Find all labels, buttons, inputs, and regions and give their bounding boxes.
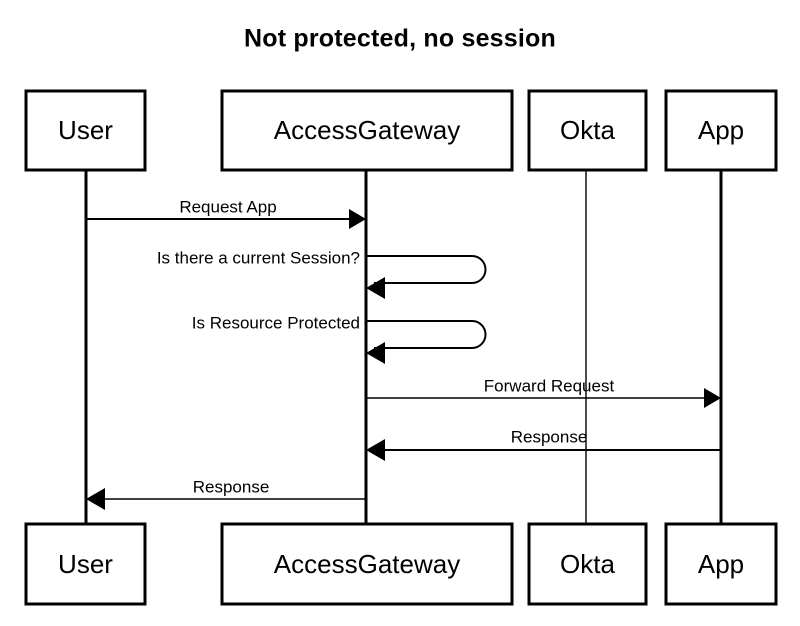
message-label-is-there-a-current-session: Is there a current Session?	[157, 248, 360, 267]
self-loop-path-protected	[366, 320, 487, 349]
message-is-resource-protected[interactable]: Is Resource Protected	[192, 313, 487, 364]
participant-box-user	[24, 89, 147, 172]
message-response-app-to-gateway[interactable]: Response	[366, 427, 721, 461]
participant-label-okta-bottom: Okta	[560, 549, 615, 579]
participant-label-user-bottom: User	[58, 549, 113, 579]
participant-box-user-bottom	[24, 522, 147, 606]
participant-footer-accessgateway[interactable]: AccessGateway	[220, 522, 514, 606]
participant-footer-okta[interactable]: Okta	[527, 522, 648, 606]
arrow-head-forward-request	[704, 388, 721, 408]
participant-label-okta-top: Okta	[560, 115, 615, 145]
message-label-is-resource-protected: Is Resource Protected	[192, 313, 360, 332]
participant-header-user[interactable]: User	[24, 89, 147, 172]
participant-label-accessgateway-bottom: AccessGateway	[274, 549, 460, 579]
message-request-app[interactable]: Request App	[86, 197, 366, 229]
participant-box-okta	[527, 89, 648, 172]
participant-label-app-bottom: App	[698, 549, 744, 579]
message-forward-request[interactable]: Forward Request	[366, 376, 721, 408]
message-response-gateway-to-user[interactable]: Response	[86, 477, 366, 510]
participant-label-accessgateway-top: AccessGateway	[274, 115, 460, 145]
page-title: Not protected, no session	[244, 25, 556, 53]
participant-box-accessgateway	[220, 89, 514, 172]
message-is-there-a-current-session[interactable]: Is there a current Session?	[157, 248, 487, 299]
message-label-request-app: Request App	[179, 197, 276, 216]
participant-footer-user[interactable]: User	[24, 522, 147, 606]
participant-header-app[interactable]: App	[664, 89, 778, 172]
arrow-head-response-app	[366, 439, 385, 461]
arrow-head-session	[366, 277, 385, 299]
arrow-head-protected	[366, 342, 385, 364]
participant-box-app	[664, 89, 778, 172]
arrow-head-response-user	[86, 488, 105, 510]
message-label-forward-request: Forward Request	[484, 376, 615, 395]
participant-header-okta[interactable]: Okta	[527, 89, 648, 172]
self-loop-path-session	[366, 255, 487, 284]
participant-label-user-top: User	[58, 115, 113, 145]
participant-box-app-bottom	[664, 522, 778, 606]
participant-footer-app[interactable]: App	[664, 522, 778, 606]
arrow-head-request-app	[349, 209, 366, 229]
participant-label-app-top: App	[698, 115, 744, 145]
message-label-response-gateway-to-user: Response	[193, 477, 270, 496]
participant-header-accessgateway[interactable]: AccessGateway	[220, 89, 514, 172]
message-label-response-app-to-gateway: Response	[511, 427, 588, 446]
participant-box-accessgateway-bottom	[220, 522, 514, 606]
participant-box-okta-bottom	[527, 522, 648, 606]
